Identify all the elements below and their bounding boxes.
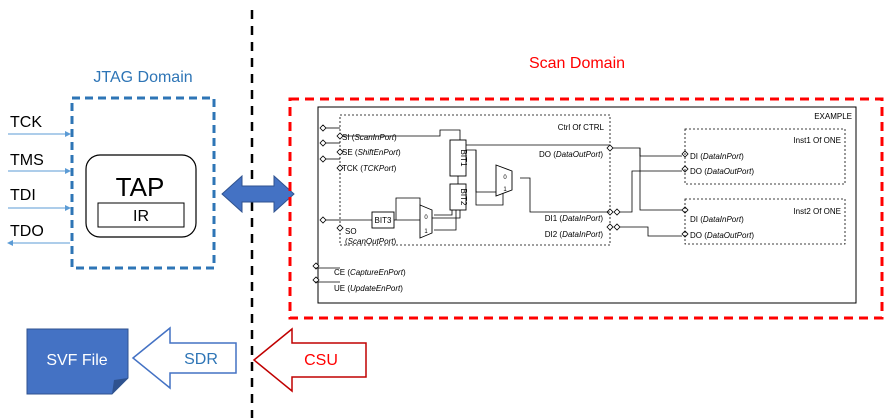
inst1-block <box>684 128 846 185</box>
inst1-do-label: DO (DataOutPort) <box>690 167 754 176</box>
ce-port-label: CE (CaptureEnPort) <box>334 268 406 277</box>
si-port-label: SI (ScanInPort) <box>342 133 397 142</box>
bit2-label: BIT2 <box>459 189 468 206</box>
sdr-arrow <box>131 326 237 390</box>
svf-file-fold <box>112 378 128 394</box>
jtag-domain-box <box>70 96 216 270</box>
ir-block <box>97 202 185 228</box>
bit3-label: BIT3 <box>375 216 392 225</box>
example-block <box>317 106 857 304</box>
bit1-label: BIT1 <box>459 150 468 167</box>
example-label: EXAMPLE <box>814 112 852 121</box>
so-port-name: (ScanOutPort) <box>345 237 396 246</box>
signal-tms-label: TMS <box>10 152 44 169</box>
ir-label: IR <box>133 208 149 225</box>
signal-tdo-label: TDO <box>10 223 44 240</box>
bit3-register <box>371 211 395 229</box>
inst-wiring <box>613 147 682 237</box>
inst2-di-label: DI (DataInPort) <box>690 215 744 224</box>
mux-mid-1: 1 <box>503 187 507 193</box>
tap-label: TAP <box>116 172 165 202</box>
inst1-title: Inst1 Of ONE <box>793 136 841 145</box>
so-port-label: SO <box>345 227 357 236</box>
tck-port-label: TCK (TCKPort) <box>342 164 397 173</box>
inst2-title: Inst2 Of ONE <box>793 207 841 216</box>
mux-mid-icon <box>495 164 513 197</box>
mux-left-icon <box>419 204 433 239</box>
do-port-label: DO (DataOutPort) <box>539 150 603 159</box>
di2-port-label: DI2 (DataInPort) <box>545 230 604 239</box>
mux-left-0: 0 <box>424 215 428 221</box>
bidirectional-arrow-icon <box>221 174 295 214</box>
signal-tdi-label: TDI <box>10 187 36 204</box>
mux-mid-0: 0 <box>503 175 507 181</box>
svf-file-label: SVF File <box>46 352 107 369</box>
bit1-register <box>449 139 467 177</box>
ue-port-label: UE (UpdateEnPort) <box>334 284 403 293</box>
se-port-label: SE (ShiftEnPort) <box>342 148 401 157</box>
port-markers <box>312 124 689 284</box>
di1-port-label: DI1 (DataInPort) <box>545 214 604 223</box>
inst2-block <box>684 198 846 245</box>
signal-tck-label: TCK <box>10 114 42 131</box>
ctrl-wiring <box>315 127 610 283</box>
ctrl-title: Ctrl Of CTRL <box>558 123 605 132</box>
inst2-do-label: DO (DataOutPort) <box>690 231 754 240</box>
mux-left-1: 1 <box>424 229 428 235</box>
csu-label: CSU <box>304 352 338 369</box>
sdr-label: SDR <box>184 351 218 368</box>
scan-domain-title: Scan Domain <box>529 55 625 72</box>
csu-arrow <box>252 327 367 393</box>
jtag-domain-title: JTAG Domain <box>93 69 192 86</box>
bit2-register <box>449 183 467 211</box>
inst1-di-label: DI (DataInPort) <box>690 152 744 161</box>
